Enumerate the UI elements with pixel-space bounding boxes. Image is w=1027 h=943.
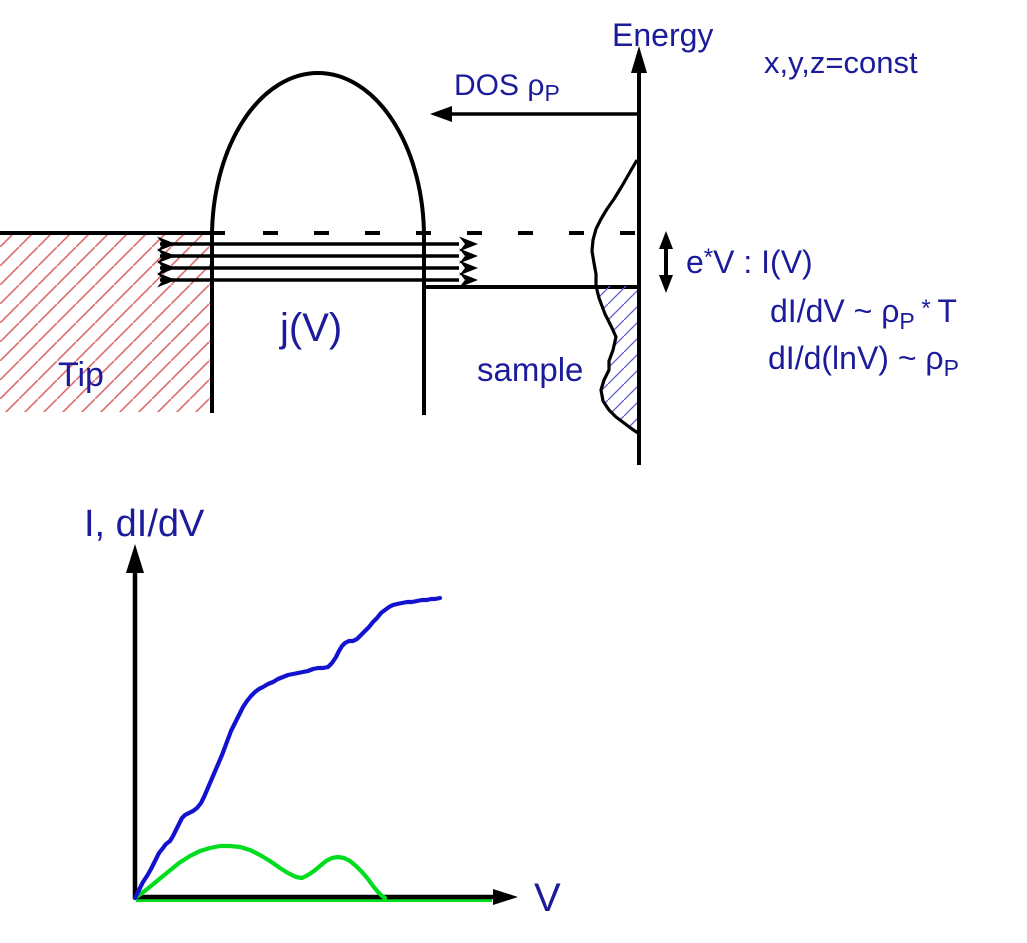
ev-arrowhead-down-icon [659,275,673,293]
dos-label-prefix: DOS [454,69,527,102]
tip-label: Tip [58,356,104,394]
sample-dos-filled-states [596,286,639,433]
sample-label: sample [477,351,583,388]
dlnv-formula: dI/d(lnV) ~ ρP [768,340,959,381]
didv-formula-star: * [915,295,938,322]
didv-curve [132,843,388,901]
iv-plot-y-arrowhead-icon [126,544,144,573]
tunnel-arrowhead-icon [157,260,176,276]
didv-formula-subscript: P [899,308,914,334]
tip-region-hatch [0,235,213,412]
tunnel-arrowhead-icon [459,272,478,288]
tunnel-arrowhead-icon [157,248,176,264]
tunnel-barrier-dome [210,71,426,415]
energy-axis-label: Energy [612,17,713,53]
tunnel-arrowhead-icon [157,236,176,252]
dos-arrowhead-icon [430,106,452,122]
dos-label-subscript: P [544,80,559,106]
ev-formula-rest: V : I(V) [713,244,813,280]
constant-position-label: x,y,z=const [764,45,918,80]
dos-label-rho: ρ [527,69,544,102]
iv-plot-y-axis-label: I, dI/dV [84,503,205,545]
current-curve [132,595,443,901]
ev-formula-e: e [686,244,704,280]
ev-formula-star: * [704,244,713,271]
dos-label: DOS ρP [454,69,560,106]
iv-plot-x-axis-label: V [534,876,561,920]
didv-formula-t: T [937,293,957,329]
tunnel-arrowhead-icon [459,236,478,252]
tunnel-arrowhead-icon [157,272,176,288]
dlnv-formula-pre: dI/d(lnV) ~ [768,340,925,376]
tunnel-arrowhead-icon [459,248,478,264]
ev-current-formula: e*V : I(V) [686,244,813,280]
energy-axis-arrowhead-icon [631,46,647,73]
tunnel-arrowhead-icon [459,260,478,276]
iv-plot-x-arrowhead-icon [493,889,518,905]
didv-formula-rho: ρ [881,293,899,329]
sample-dos-curve [590,159,639,435]
tunnel-arrows-group [157,236,478,288]
didv-formula-pre: dI/dV ~ [770,293,881,329]
barrier-current-label: j(V) [279,306,342,350]
didv-formula: dI/dV ~ ρP * T [770,293,957,334]
ev-arrowhead-up-icon [659,231,673,249]
dlnv-formula-subscript: P [944,355,959,381]
dlnv-formula-rho: ρ [925,340,943,376]
